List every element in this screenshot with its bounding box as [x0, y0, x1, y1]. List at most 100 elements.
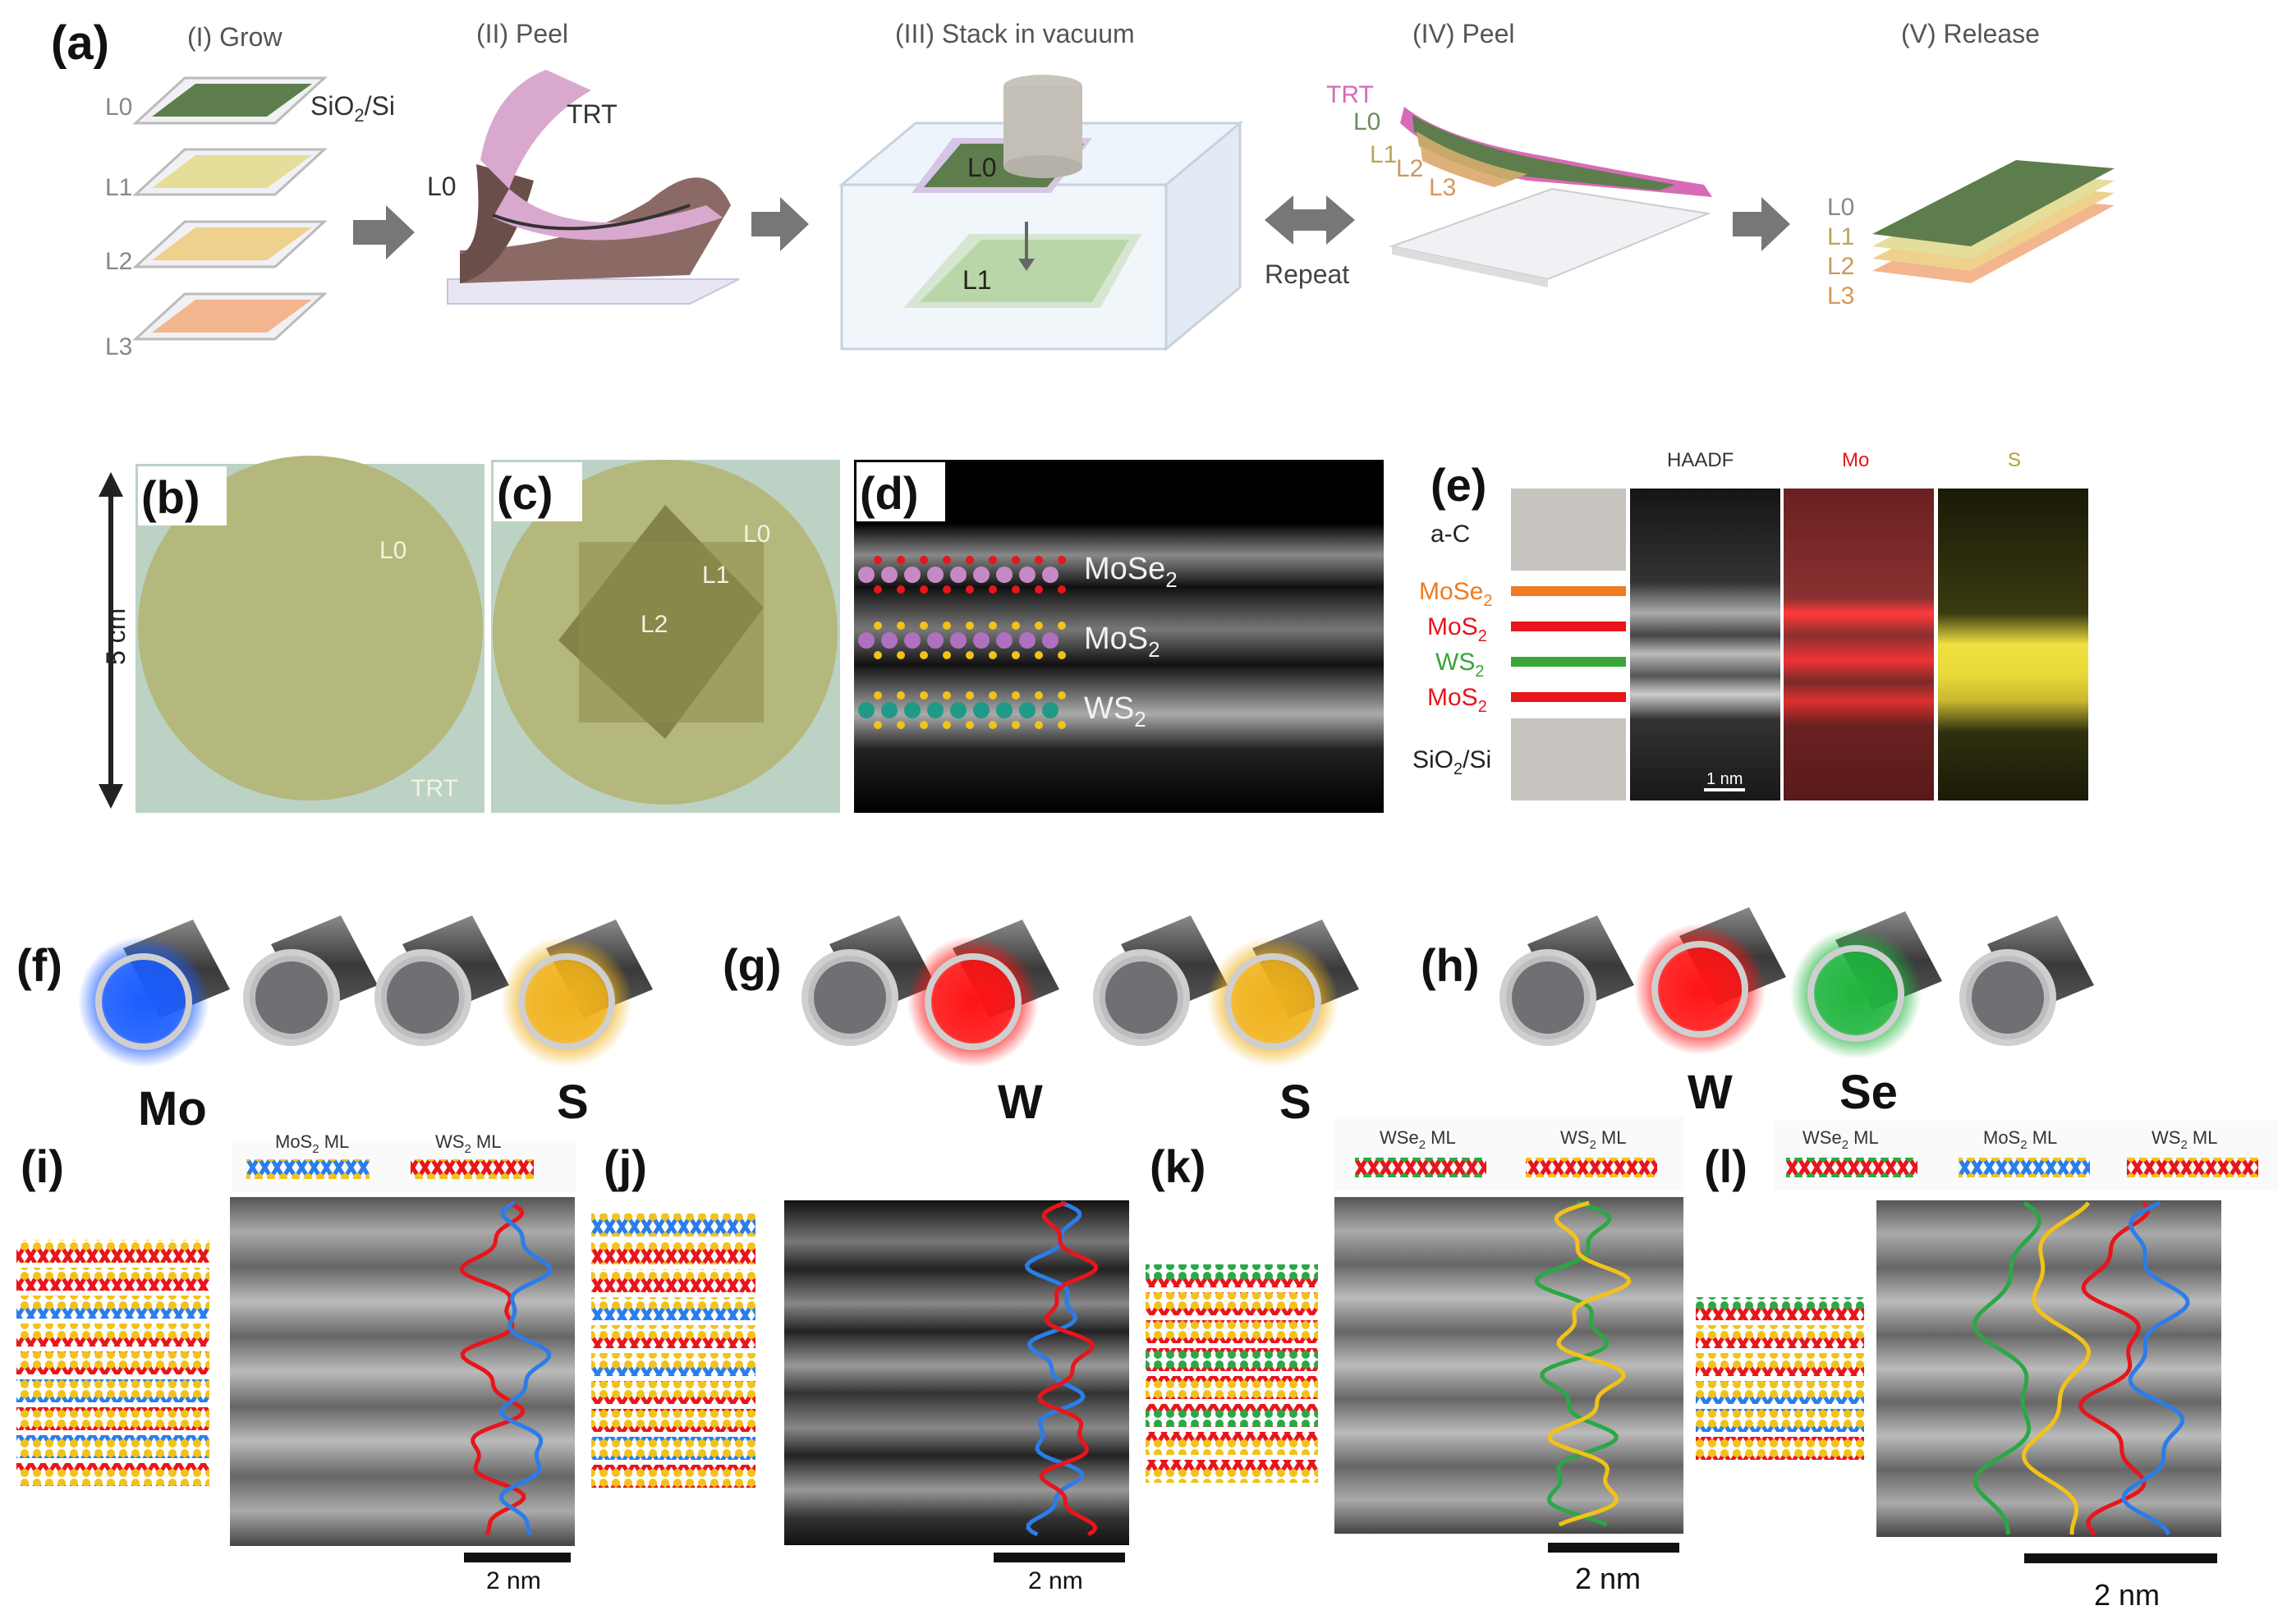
atom-chalcogen — [1012, 651, 1020, 659]
panel-d-label: (d) — [860, 467, 919, 519]
atom-metal — [973, 702, 990, 718]
atom-chalcogen — [943, 585, 951, 594]
atom-chalcogen — [966, 691, 974, 700]
profile-blue — [2121, 1200, 2190, 1535]
atom-chalcogen — [1035, 721, 1043, 729]
atom-chalcogen — [897, 721, 905, 729]
profile-yellow — [2021, 1201, 2091, 1535]
atom-metal — [973, 567, 990, 583]
grow-layer-l1: L1 — [105, 174, 132, 201]
e-substrate: SiO2/Si — [1412, 746, 1491, 778]
stem-i — [230, 1197, 575, 1546]
scale-k: 2 nm — [1575, 1562, 1641, 1595]
haadf-map — [1630, 489, 1780, 801]
profile-blue — [498, 1200, 553, 1536]
panel-e: (e) HAADF Mo S a-C MoSe2 MoS2 WS2 MoS2 S… — [1412, 449, 2088, 801]
atom-chalcogen — [874, 585, 882, 594]
step-1-title: (I) Grow — [187, 22, 282, 52]
tube-mouth — [1807, 945, 1904, 1042]
strip-k-ws2: WS2 ML — [1560, 1127, 1626, 1152]
arrow-2 — [751, 197, 809, 251]
panel-b: (b) L0 TRT 5 cm — [99, 456, 484, 813]
atom-metal — [973, 632, 990, 649]
atom-chalcogen — [920, 585, 928, 594]
stack-l0: L0 — [967, 153, 997, 182]
e-layer-mos2-a: MoS2 — [1427, 613, 1487, 645]
vacuum-chamber — [838, 75, 1244, 352]
atom-metal — [858, 702, 875, 718]
lattice-layer — [591, 1465, 755, 1488]
atom-chalcogen — [1012, 556, 1020, 564]
atom-chalcogen — [874, 556, 882, 564]
tube-g-w: W — [998, 1076, 1043, 1129]
lattice-k — [1146, 1264, 1318, 1483]
atom-metal — [996, 567, 1013, 583]
atom-metal — [858, 632, 875, 649]
atom-chalcogen — [943, 721, 951, 729]
lattice-layer — [1146, 1348, 1318, 1371]
precursor-tubes — [78, 907, 2094, 1067]
grow-wafers — [132, 76, 328, 341]
repeat-arrow — [1265, 195, 1355, 245]
panel-g-label: (g) — [723, 939, 782, 991]
tube-empty — [374, 915, 509, 1046]
panel-i: (i) MoS2 ML WS2 ML 2 nm — [12, 1131, 576, 1594]
atom-metal — [1042, 632, 1059, 649]
release-l2: L2 — [1827, 253, 1854, 280]
lattice-layer — [16, 1379, 209, 1402]
lattice-j — [591, 1213, 755, 1488]
strip-l-ws2: WS2 ML — [2152, 1127, 2217, 1152]
lattice-layer — [591, 1213, 755, 1236]
stem-j — [784, 1200, 1129, 1545]
profile-yellow — [1547, 1200, 1632, 1527]
s-map — [1938, 489, 2088, 801]
panel-h-label: (h) — [1421, 939, 1480, 991]
panel-b-trt: TRT — [411, 775, 458, 802]
atom-chalcogen — [943, 651, 951, 659]
lattice-layer — [1146, 1292, 1318, 1315]
tube-mouth — [925, 953, 1022, 1050]
strip-l-mos2: MoS2 ML — [1983, 1127, 2057, 1152]
atom-metal — [1019, 632, 1036, 649]
tube-inner — [814, 961, 886, 1034]
step-2-title: (II) Peel — [476, 19, 568, 48]
lattice-l — [1696, 1297, 1864, 1460]
panel-a: (a) (I) Grow (II) Peel (III) Stack in va… — [51, 16, 2115, 360]
panel-c-l0: L0 — [743, 521, 770, 548]
lattice-layer — [591, 1437, 755, 1460]
grow-layer-l2: L2 — [105, 248, 132, 275]
tube-inner — [387, 961, 459, 1034]
atom-chalcogen — [874, 691, 882, 700]
step-5-title: (V) Release — [1901, 19, 2040, 48]
tube-mouth — [95, 953, 192, 1050]
profile-red — [459, 1200, 526, 1536]
atom-chalcogen — [1058, 691, 1066, 700]
lattice-layer — [16, 1435, 209, 1458]
peel2-l3: L3 — [1429, 174, 1456, 201]
release-l0: L0 — [1827, 194, 1854, 221]
lattice-layer — [591, 1325, 755, 1348]
lattice-layer — [1146, 1264, 1318, 1287]
atom-chalcogen — [1035, 622, 1043, 630]
atom-chalcogen — [1035, 691, 1043, 700]
atom-metal — [996, 702, 1013, 718]
lattice-layer — [16, 1463, 209, 1486]
atom-chalcogen — [966, 721, 974, 729]
intensity-profiles — [459, 1200, 2190, 1537]
lattice-layer — [1696, 1381, 1864, 1404]
col-haadf: HAADF — [1667, 449, 1734, 471]
scale-l: 2 nm — [2094, 1578, 2160, 1612]
atom-chalcogen — [1058, 721, 1066, 729]
lattice-layer — [1696, 1353, 1864, 1376]
strip-k-wse2: WSe2 ML — [1380, 1127, 1456, 1152]
atom-chalcogen — [874, 651, 882, 659]
atom-metal — [881, 632, 898, 649]
tube-s-glow — [501, 920, 653, 1067]
atom-metal — [1019, 567, 1036, 583]
atom-chalcogen — [989, 691, 997, 700]
e-layer-mos2-b: MoS2 — [1427, 684, 1487, 716]
e-scale: 1 nm — [1706, 770, 1743, 788]
arrow-1 — [353, 205, 415, 259]
profile-green — [1972, 1200, 2041, 1535]
atom-chalcogen — [1035, 585, 1043, 594]
